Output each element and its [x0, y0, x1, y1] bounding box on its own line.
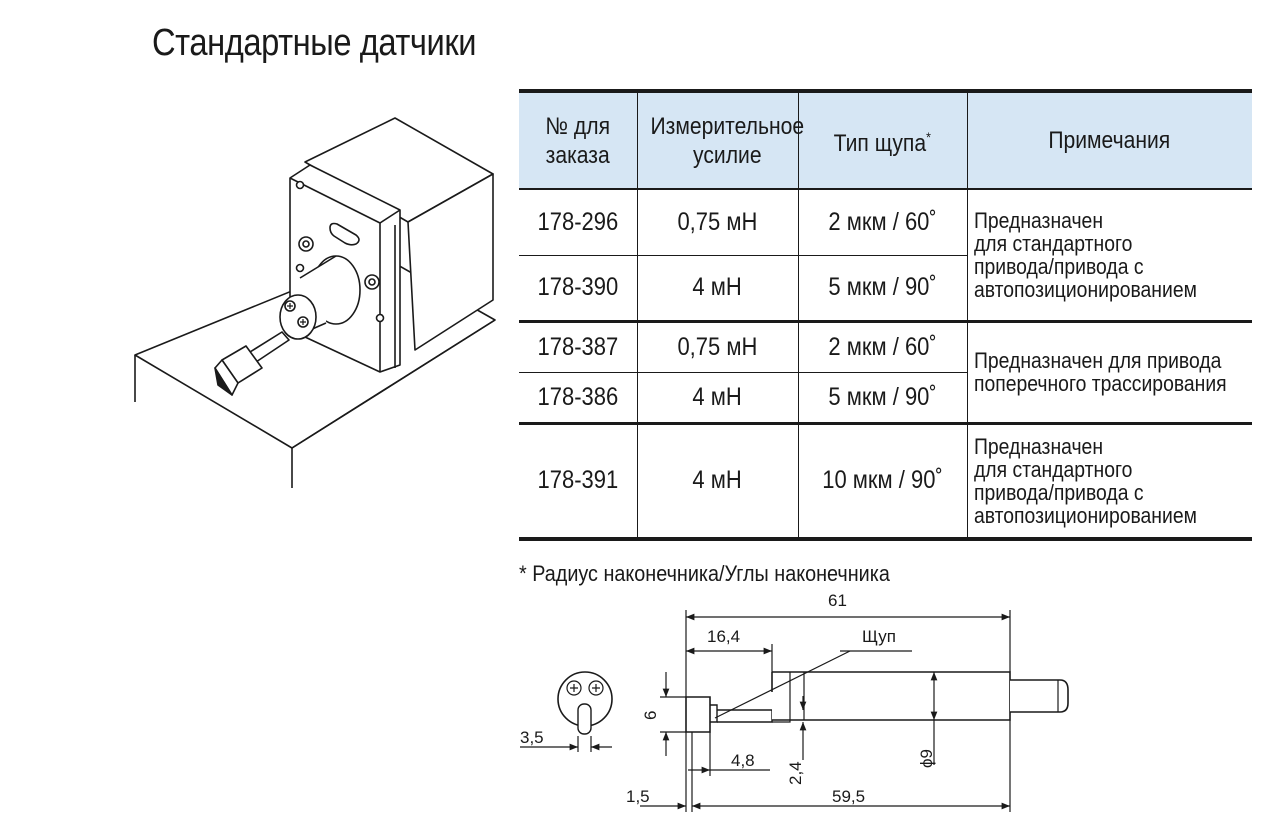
dim-59-5-label: 59,5 [832, 787, 865, 806]
dim-phi9-label: ϕ9 [917, 749, 936, 768]
table-row: 178-386 4 мН 5 мкм / 90˚ [519, 372, 1252, 425]
order-no-cell: 178-390 [519, 255, 637, 323]
table-row: 178-387 0,75 мН 2 мкм / 60˚ Предназначен… [519, 321, 1252, 425]
dim-61-label: 61 [828, 591, 847, 610]
table-row: 178-390 4 мН 5 мкм / 90˚ [519, 255, 1252, 323]
order-no-cell: 178-391 [519, 423, 637, 541]
notes-cell: Предназначен для стандартного привода/пр… [966, 423, 1252, 541]
force-cell: 4 мН [636, 423, 798, 541]
footnote: * Радиус наконечника/Углы наконечника [519, 561, 890, 586]
dim-6-label: 6 [641, 711, 660, 720]
dim-2-4-label: 2,4 [786, 761, 805, 785]
force-cell: 4 мН [636, 372, 798, 425]
dim-3-5-label: 3,5 [520, 728, 544, 747]
probe-label: Щуп [862, 627, 896, 646]
header-probe-type: Тип щупа* [797, 91, 967, 190]
table-row: 178-296 0,75 мН 2 мкм / 60˚ Предназначен… [519, 189, 1252, 323]
table-row: 178-391 4 мН 10 мкм / 90˚ Предназначен д… [519, 423, 1252, 541]
probe-type-cell: 2 мкм / 60˚ [797, 189, 967, 256]
detector-illustration [134, 117, 496, 488]
probe-type-cell: 2 мкм / 60˚ [797, 321, 967, 373]
dim-4-8-label: 4,8 [731, 751, 755, 770]
probe-type-cell: 5 мкм / 90˚ [797, 372, 967, 425]
order-no-cell: 178-387 [519, 321, 637, 373]
probe-type-cell: 5 мкм / 90˚ [797, 255, 967, 323]
probe-type-cell: 10 мкм / 90˚ [797, 423, 967, 541]
page-title: Стандартные датчики [152, 22, 477, 64]
dimension-drawing: 61 16,4 Щуп 6 4,8 2,4 ϕ9 1,5 59,5 3,5 [520, 591, 1069, 812]
force-cell: 4 мН [636, 255, 798, 323]
order-no-cell: 178-386 [519, 372, 637, 425]
dim-16-4-label: 16,4 [707, 627, 740, 646]
force-cell: 0,75 мН [636, 189, 798, 256]
order-no-cell: 178-296 [519, 189, 637, 256]
force-cell: 0,75 мН [636, 321, 798, 373]
notes-cell: Предназначен для стандартного привода/пр… [966, 189, 1252, 323]
dim-1-5-label: 1,5 [626, 787, 650, 806]
notes-cell: Предназначен для привода поперечного тра… [966, 321, 1252, 425]
header-notes: Примечания [966, 91, 1252, 190]
